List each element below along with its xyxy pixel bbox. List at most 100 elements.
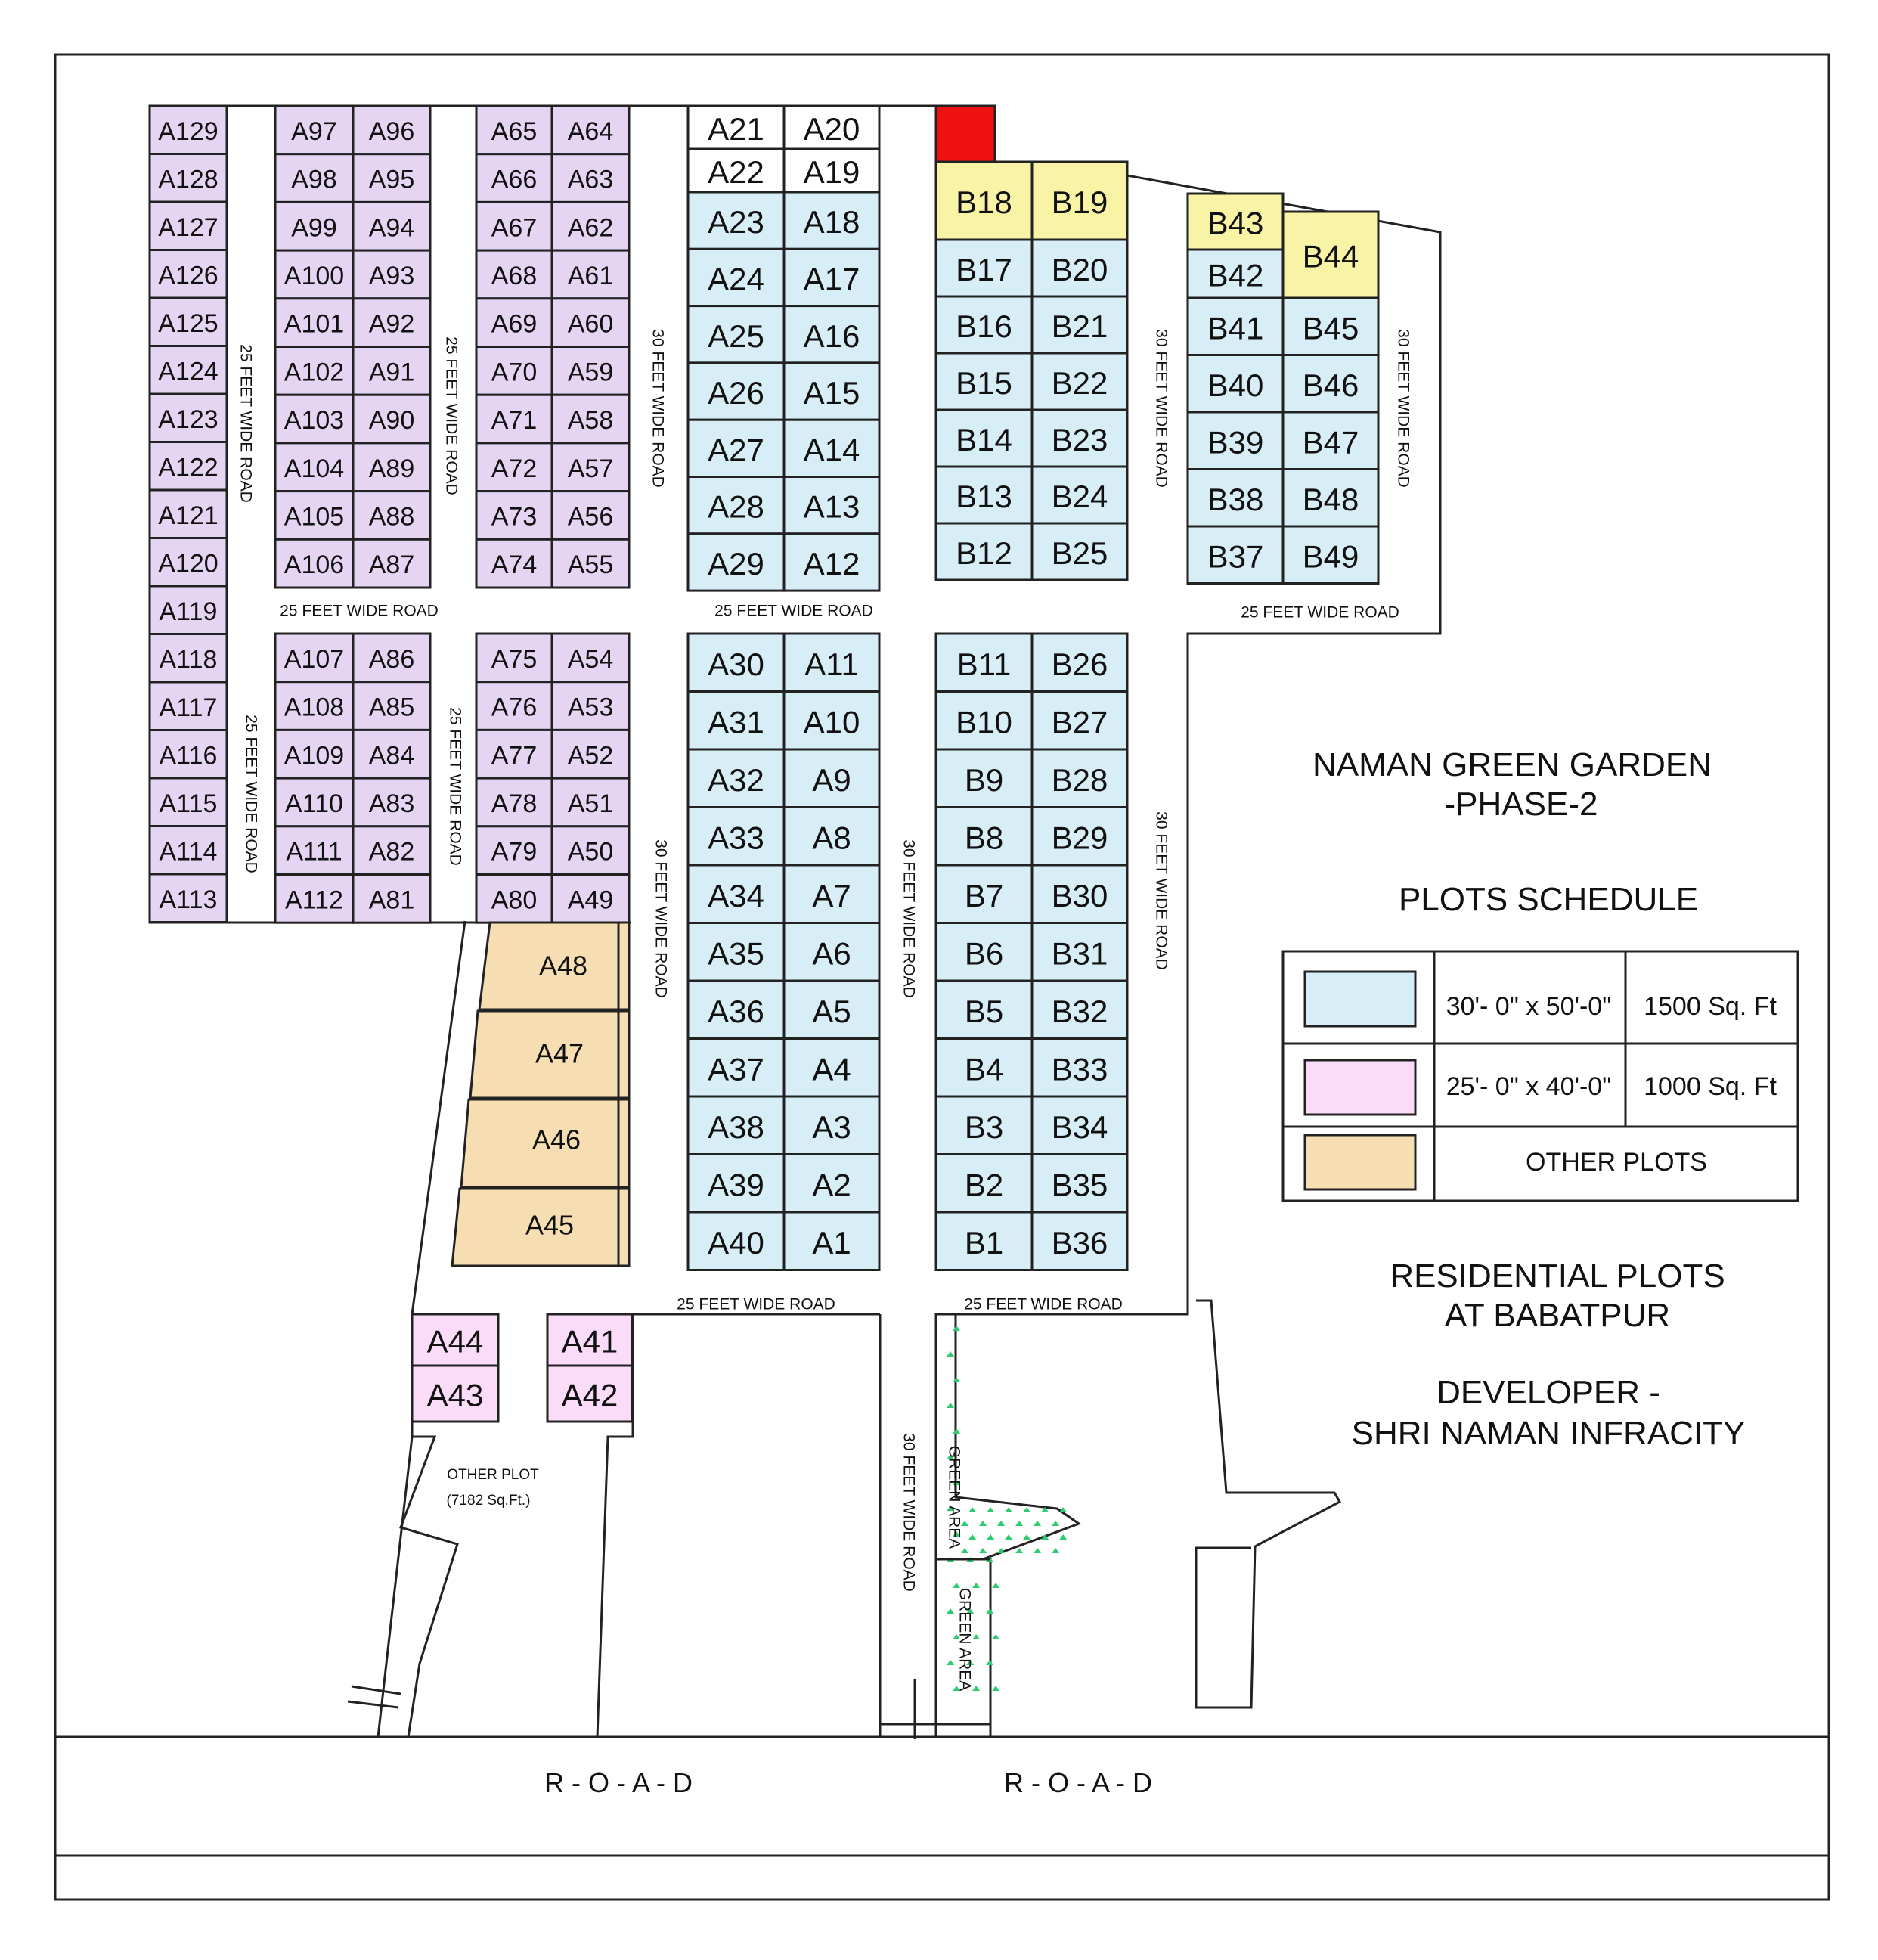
plot-a76[interactable]: A76 [475,681,553,731]
plot-box[interactable] [475,538,553,589]
plot-box[interactable] [782,418,881,479]
plot-a122[interactable]: A122 [148,441,228,492]
plot-box[interactable] [550,728,631,780]
plot-a31[interactable]: A31 [686,690,786,751]
plot-a20[interactable]: A20 [782,104,881,150]
plot-a19[interactable]: A19 [782,147,881,194]
plot-box[interactable] [352,825,432,876]
plot-a102[interactable]: A102 [274,346,355,396]
plot-a27[interactable]: A27 [686,418,786,479]
plot-a99[interactable]: A99 [274,200,355,252]
plot-box[interactable] [934,632,1034,693]
plot-box[interactable] [550,200,631,252]
plot-box[interactable] [934,465,1034,525]
plot-box[interactable] [1030,160,1129,241]
plot-a81[interactable]: A81 [352,873,432,924]
plot-a95[interactable]: A95 [352,153,432,203]
plot-a68[interactable]: A68 [475,249,553,300]
plot-box[interactable] [1030,465,1129,525]
plot-box[interactable] [934,522,1034,581]
plot-a54[interactable]: A54 [550,632,631,684]
plot-box[interactable] [451,1187,631,1267]
plot-a69[interactable]: A69 [475,297,553,348]
plot-b46[interactable]: B46 [1281,354,1380,414]
plot-a116[interactable]: A116 [148,729,228,780]
plot-box[interactable] [934,1095,1034,1155]
plot-box[interactable] [1186,411,1285,470]
plot-box[interactable] [934,864,1034,924]
plot-box[interactable] [782,1153,881,1214]
plot-a6[interactable]: A6 [782,922,881,982]
plot-a128[interactable]: A128 [148,153,228,203]
plot-box[interactable] [475,681,553,731]
plot-box[interactable] [475,825,553,876]
plot-a12[interactable]: A12 [782,532,881,592]
plot-a55[interactable]: A55 [550,538,631,589]
plot-a75[interactable]: A75 [475,632,553,684]
plot-b6[interactable]: B6 [934,922,1034,982]
plot-a26[interactable]: A26 [686,361,786,421]
plot-b23[interactable]: B23 [1030,408,1129,468]
plot-a15[interactable]: A15 [782,361,881,421]
plot-a113[interactable]: A113 [148,873,228,923]
plot-a87[interactable]: A87 [352,538,432,589]
plot-b43[interactable]: B43 [1186,192,1285,251]
plot-box[interactable] [148,249,228,299]
plot-a11[interactable]: A11 [782,632,881,693]
plot-a73[interactable]: A73 [475,490,553,541]
plot-b25[interactable]: B25 [1030,522,1129,581]
plot-b37[interactable]: B37 [1186,525,1285,585]
plot-a56[interactable]: A56 [550,490,631,541]
plot-box[interactable] [1030,632,1129,693]
plot-box[interactable] [352,681,432,731]
plot-box[interactable] [782,104,881,150]
plot-a32[interactable]: A32 [686,748,786,808]
plot-box[interactable] [1281,468,1380,528]
plot-box[interactable] [550,873,631,924]
plot-box[interactable] [934,748,1034,808]
plot-box[interactable] [148,153,228,203]
plot-box[interactable] [411,1313,500,1367]
plot-a47[interactable]: A47 [469,1009,631,1099]
plot-a5[interactable]: A5 [782,979,881,1040]
plot-b8[interactable]: B8 [934,806,1034,867]
plot-a78[interactable]: A78 [475,777,553,828]
plot-a51[interactable]: A51 [550,777,631,828]
plot-box[interactable] [1030,295,1129,355]
plot-a120[interactable]: A120 [148,537,228,588]
plot-box[interactable] [782,476,881,535]
plot-box[interactable] [148,392,228,443]
plot-a66[interactable]: A66 [475,153,553,203]
plot-b47[interactable]: B47 [1281,411,1380,470]
plot-box[interactable] [148,729,228,780]
plot-box[interactable] [782,247,881,308]
plot-box[interactable] [1030,1211,1129,1271]
plot-a97[interactable]: A97 [274,104,355,156]
plot-b39[interactable]: B39 [1186,411,1285,470]
plot-box[interactable] [1186,354,1285,414]
plot-b15[interactable]: B15 [934,352,1034,411]
plot-a18[interactable]: A18 [782,191,881,250]
plot-a114[interactable]: A114 [148,825,228,876]
plot-b13[interactable]: B13 [934,465,1034,525]
plot-a7[interactable]: A7 [782,864,881,924]
plot-box[interactable] [782,632,881,693]
plot-b9[interactable]: B9 [934,748,1034,808]
plot-a111[interactable]: A111 [274,825,355,876]
plot-box[interactable] [148,873,228,923]
plot-b29[interactable]: B29 [1030,806,1129,867]
plot-box[interactable] [686,247,786,308]
plot-a110[interactable]: A110 [274,777,355,828]
plot-box[interactable] [1186,248,1285,299]
plot-a24[interactable]: A24 [686,247,786,308]
plot-a65[interactable]: A65 [475,104,553,156]
plot-a93[interactable]: A93 [352,249,432,300]
plot-box[interactable] [352,346,432,396]
plot-a43[interactable]: A43 [411,1364,500,1423]
reserved-plot[interactable] [934,104,996,163]
plot-box[interactable] [352,393,432,445]
plot-box[interactable] [352,200,432,252]
plot-a52[interactable]: A52 [550,728,631,780]
plot-b31[interactable]: B31 [1030,922,1129,982]
plot-a9[interactable]: A9 [782,748,881,808]
